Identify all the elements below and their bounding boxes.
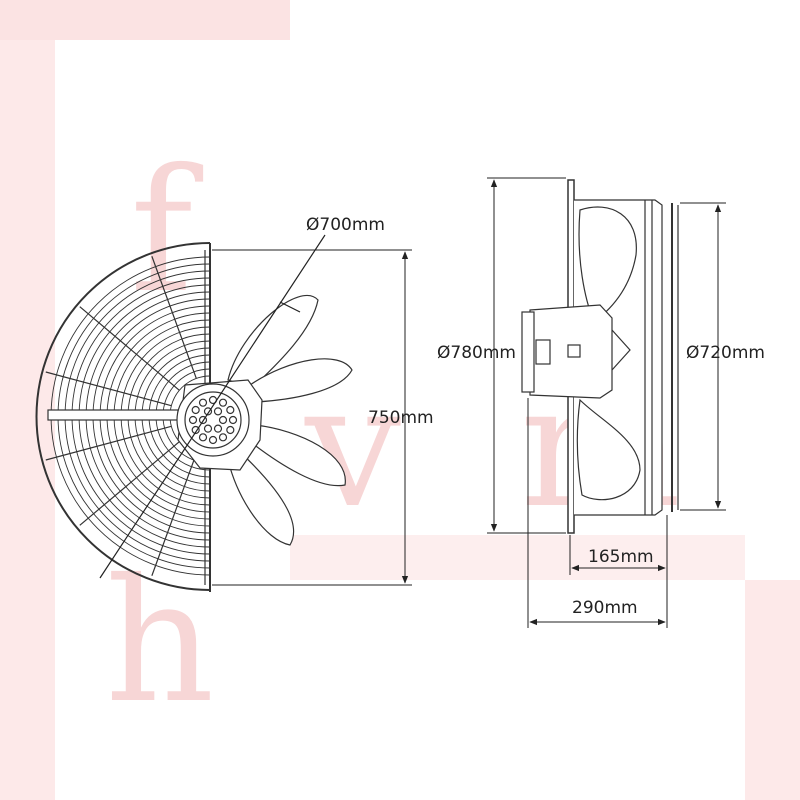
- guard-rib: [79, 306, 180, 391]
- housing-diameter-label: Ø720mm: [686, 343, 765, 363]
- watermark-frame-left: [0, 40, 55, 800]
- vent-hole: [213, 424, 223, 433]
- guard-rib: [45, 425, 172, 461]
- watermark-frame-bottom: [290, 535, 745, 580]
- side-dimensions: [487, 177, 726, 628]
- total-depth-label: 290mm: [572, 598, 638, 618]
- motor-hub-ring: [184, 391, 242, 449]
- side-motor-cap: [521, 311, 535, 393]
- vent-hole: [198, 433, 208, 442]
- side-motor-terminal: [535, 339, 551, 365]
- guard-radial-ribs: [45, 256, 197, 576]
- vent-hole: [228, 415, 238, 425]
- vent-hole: [191, 425, 200, 435]
- vent-hole: [198, 398, 208, 407]
- impeller-diameter-label: Ø700mm: [306, 215, 385, 235]
- side-view: [521, 179, 679, 534]
- grill-height-label: 750mm: [368, 408, 434, 428]
- fan-blade: [227, 449, 295, 546]
- vent-hole: [203, 407, 213, 416]
- vent-hole: [226, 405, 235, 415]
- vent-hole: [191, 405, 200, 415]
- watermark-letter-f: f: [130, 133, 204, 331]
- vent-hole: [213, 407, 223, 416]
- guard-rib: [45, 371, 172, 407]
- guard-rib: [79, 441, 180, 526]
- housing-depth-label: 165mm: [588, 547, 654, 567]
- motor-hub-ring: [176, 383, 250, 457]
- side-blade-bottom: [576, 398, 641, 501]
- fan-blade: [227, 294, 319, 389]
- vent-hole: [188, 415, 198, 425]
- side-blade-top: [578, 206, 637, 323]
- front-dimensions: [212, 249, 412, 586]
- guard-outer-ring: [35, 242, 211, 591]
- side-motor-terminal-box: [567, 344, 581, 358]
- fan-blades: [227, 294, 353, 546]
- guard-rib: [151, 453, 197, 576]
- outer-flange-diameter-label: Ø780mm: [437, 343, 516, 363]
- watermark-frame-right: [745, 580, 800, 800]
- vent-hole: [198, 415, 208, 425]
- vent-hole: [218, 398, 228, 407]
- motor-hub: [176, 379, 263, 471]
- vent-hole: [226, 425, 235, 435]
- vent-hole: [218, 415, 228, 425]
- vent-hole: [208, 435, 218, 445]
- front-view: [35, 234, 353, 592]
- diameter-leader-line: [99, 234, 326, 579]
- diameter-leader-tick: [279, 301, 301, 313]
- watermark-frame-top: [0, 0, 290, 40]
- vent-hole: [218, 433, 228, 442]
- vent-hole: [203, 424, 213, 433]
- guard-mounting-bar: [47, 409, 179, 421]
- guard-rib: [151, 256, 197, 379]
- watermark-letter-h: h: [105, 543, 215, 741]
- motor-vent-holes: [188, 395, 238, 445]
- side-motor-bracket: [611, 329, 631, 371]
- fan-blade: [249, 358, 353, 403]
- fan-blade: [247, 424, 346, 487]
